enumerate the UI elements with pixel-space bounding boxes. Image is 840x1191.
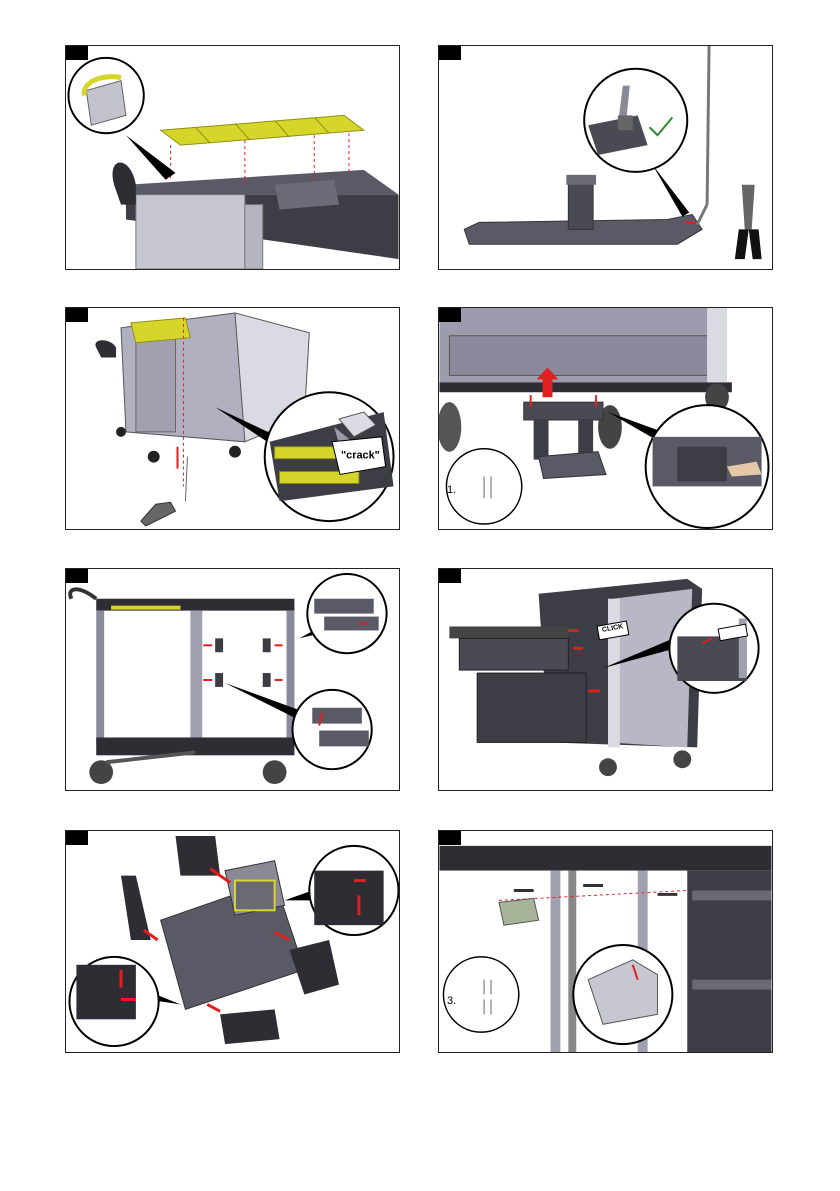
step-6-illustration xyxy=(439,569,772,790)
step-panel-1 xyxy=(65,45,400,270)
quantity-label: 1. xyxy=(447,484,456,496)
step-number-badge xyxy=(439,569,461,583)
step-number-badge xyxy=(66,831,88,845)
step-number-badge xyxy=(439,46,461,60)
step-number-badge xyxy=(66,308,88,322)
step-7-illustration xyxy=(66,831,399,1052)
step-4-illustration xyxy=(439,308,772,529)
step-panel-3: "crack" xyxy=(65,307,400,530)
step-panel-5 xyxy=(65,568,400,791)
step-3-illustration: "crack" xyxy=(66,308,399,529)
step-2-illustration xyxy=(439,46,772,269)
step-1-illustration xyxy=(66,46,399,269)
quantity-label: 3. xyxy=(447,995,456,1007)
step-8-illustration xyxy=(439,831,772,1052)
step-panel-8: 3. xyxy=(438,830,773,1053)
crack-callout-text: "crack" xyxy=(341,450,380,462)
step-panel-2 xyxy=(438,45,773,270)
step-number-badge xyxy=(66,569,88,583)
step-number-badge xyxy=(439,308,461,322)
step-panel-6: CLICK xyxy=(438,568,773,791)
step-number-badge xyxy=(439,831,461,845)
step-panel-4: 1. xyxy=(438,307,773,530)
step-number-badge xyxy=(66,46,88,60)
step-panel-7 xyxy=(65,830,400,1053)
step-5-illustration xyxy=(66,569,399,790)
